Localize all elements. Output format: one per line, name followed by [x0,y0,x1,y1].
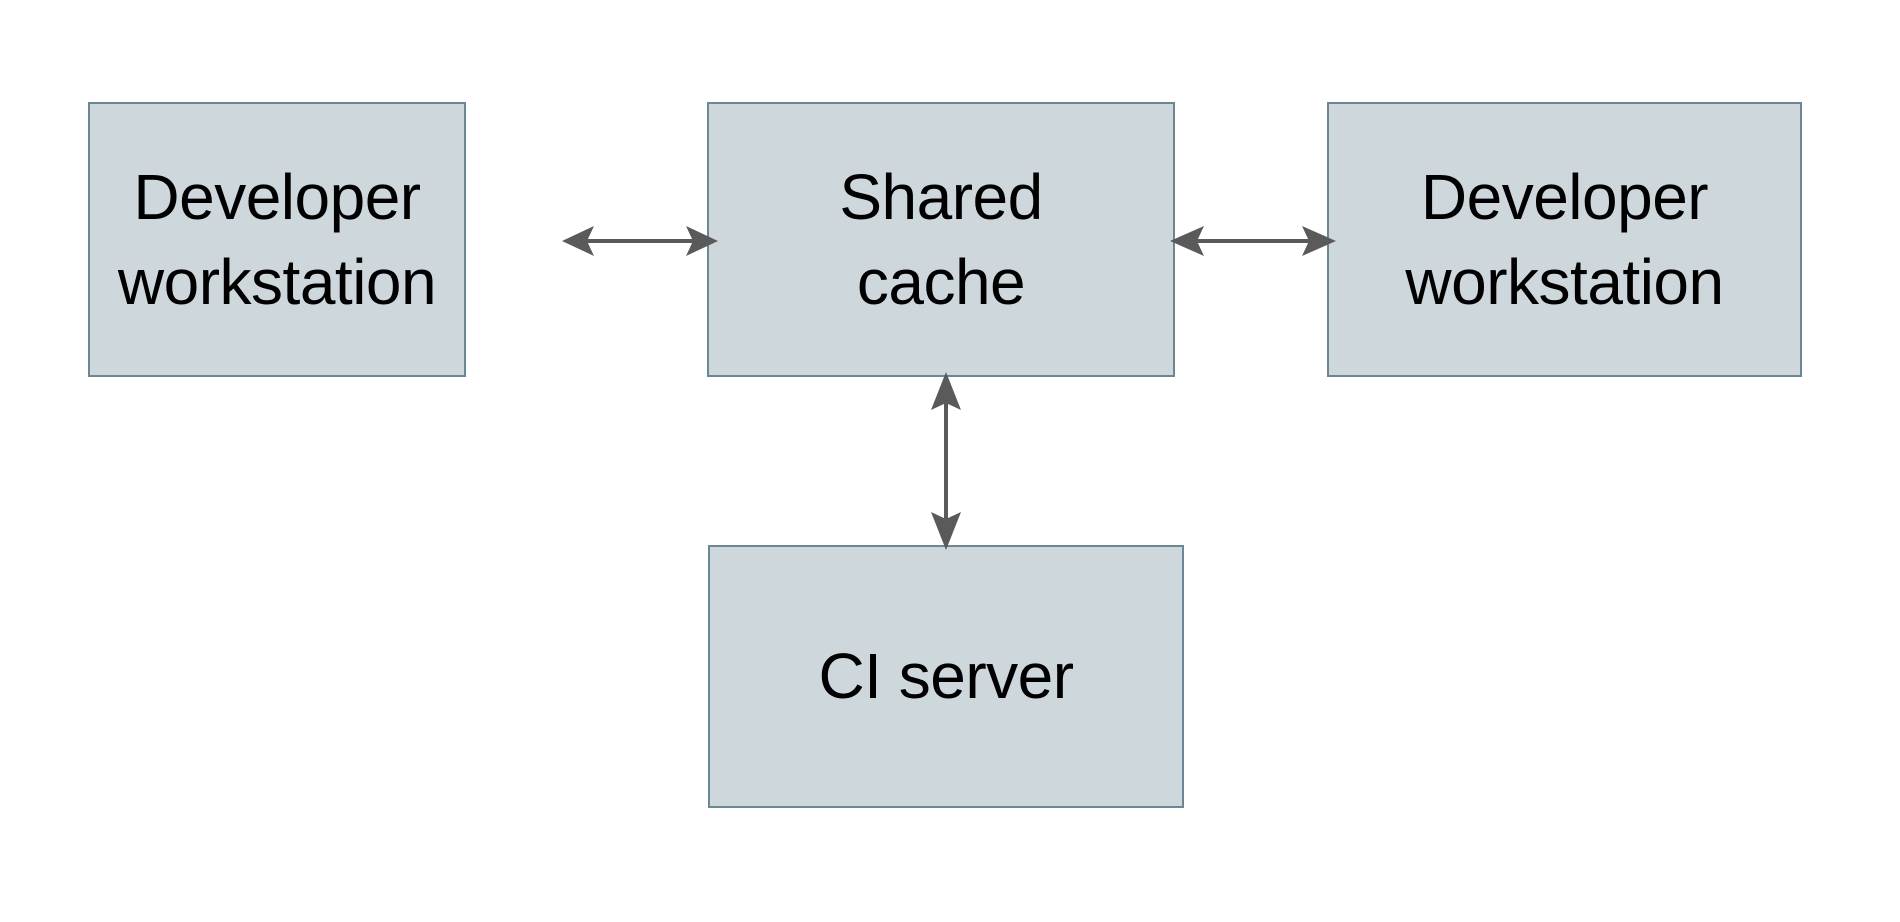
node-developer-workstation-right[interactable]: Developer workstation [1327,102,1802,377]
node-label: Developer workstation [117,161,437,318]
edge-shared-cache-to-ci-server[interactable] [915,370,977,552]
double-arrow-icon [931,372,961,550]
double-arrow-icon [562,226,718,256]
node-developer-workstation-left[interactable]: Developer workstation [88,102,466,377]
node-shared-cache[interactable]: Shared cache [707,102,1175,377]
double-arrow-icon [1170,226,1336,256]
edge-dev-left-to-shared-cache[interactable] [560,210,720,272]
node-label: Developer workstation [1405,161,1724,318]
edge-shared-cache-to-dev-right[interactable] [1168,210,1338,272]
node-ci-server[interactable]: CI server [708,545,1184,808]
node-label: CI server [818,640,1074,713]
node-label: Shared cache [839,161,1043,318]
